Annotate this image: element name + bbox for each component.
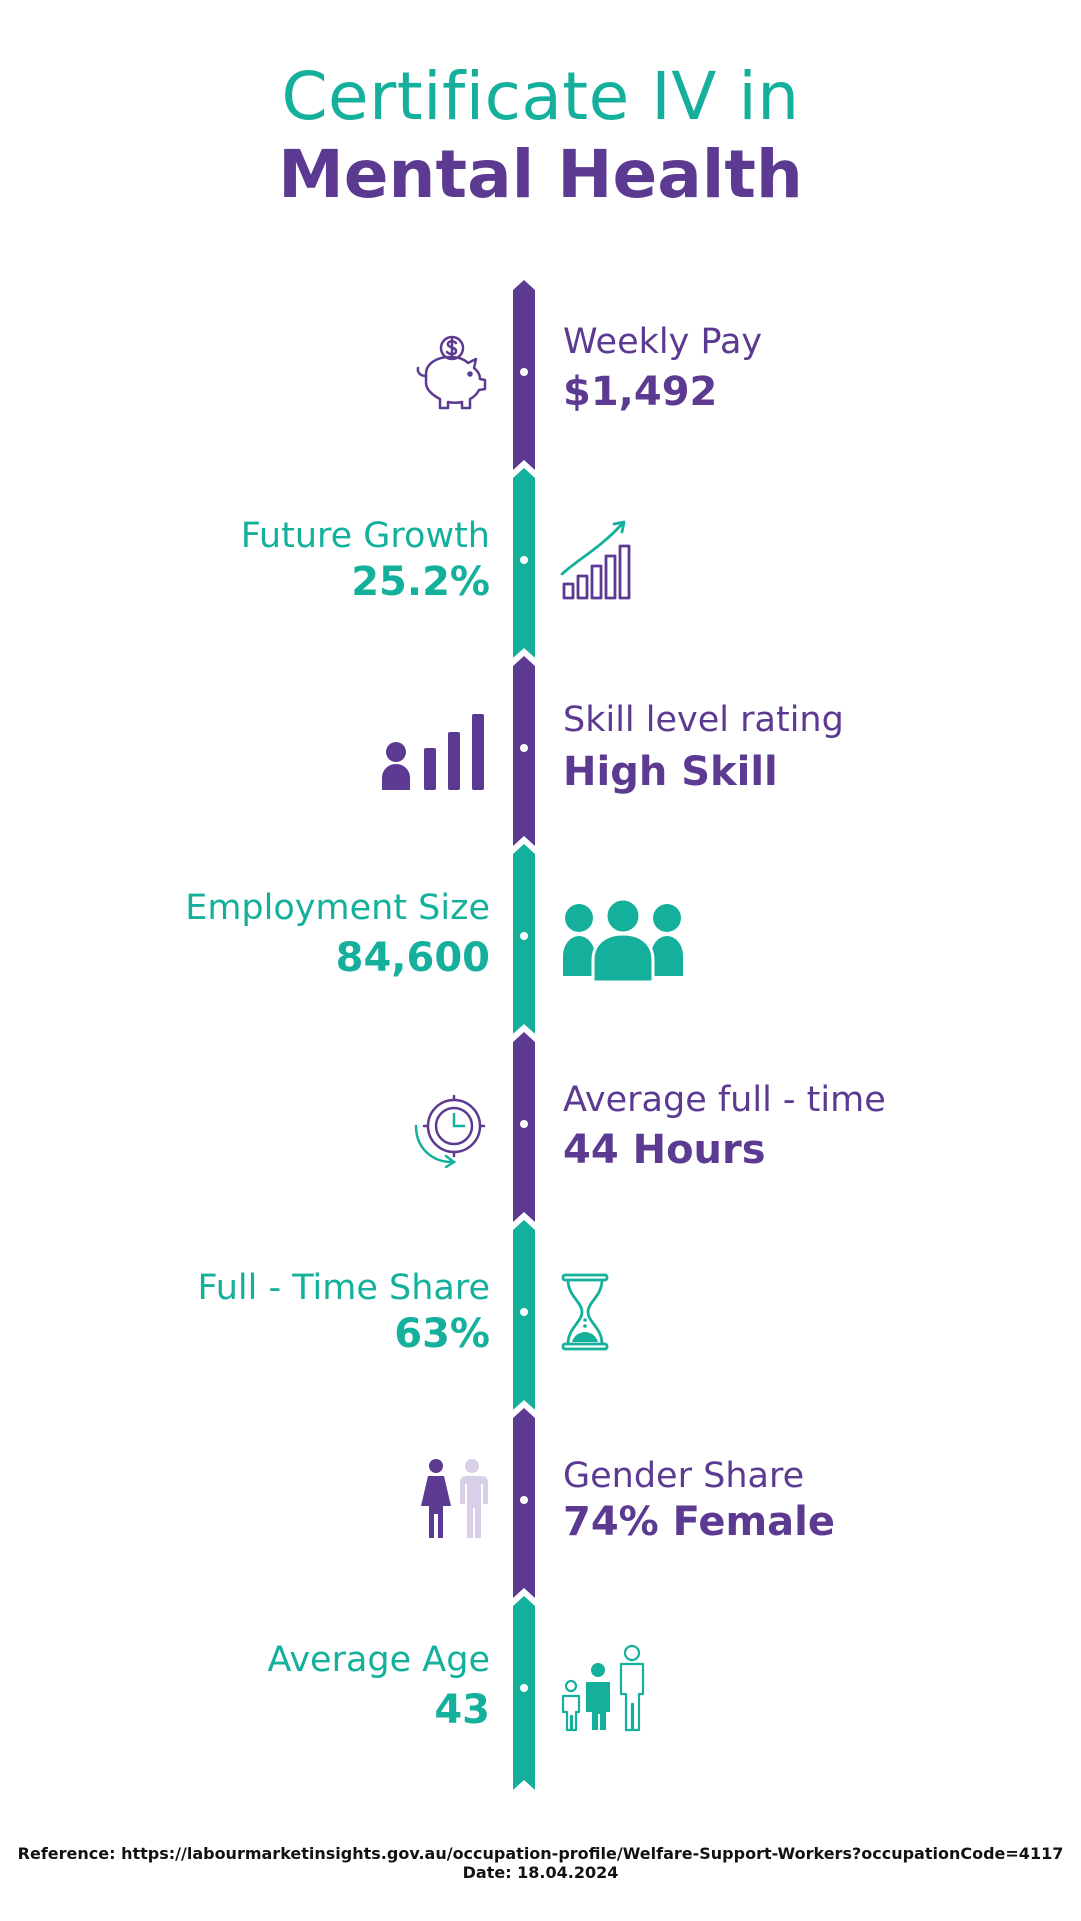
timeline-segment-6	[513, 1220, 535, 1410]
timeline-dot	[520, 1308, 528, 1316]
timeline-dot	[520, 368, 528, 376]
timeline-bar	[513, 280, 535, 1790]
growth-chart-icon	[560, 520, 631, 600]
timeline-segment-7	[513, 1408, 535, 1598]
employment-size-value: 84,600	[335, 935, 490, 981]
clock-icon	[414, 1094, 486, 1168]
timeline-segment-5	[513, 1032, 535, 1222]
skill-level-label: Skill level rating	[563, 700, 844, 740]
gender-icon	[421, 1459, 488, 1538]
employment-size-label: Employment Size	[185, 888, 490, 928]
average-age-label: Average Age	[267, 1640, 490, 1680]
average-full-time-label: Average full - time	[563, 1080, 886, 1120]
timeline-segment-3	[513, 656, 535, 846]
timeline-segment-4	[513, 844, 535, 1034]
people-group-icon	[563, 898, 683, 982]
average-full-time-value: 44 Hours	[563, 1127, 766, 1173]
average-age-value: 43	[434, 1687, 490, 1733]
full-time-share-label: Full - Time Share	[197, 1268, 490, 1308]
timeline-dot	[520, 556, 528, 564]
footer-date: Date: 18.04.2024	[462, 1863, 619, 1882]
timeline-segment-2	[513, 468, 535, 658]
hourglass-icon	[561, 1273, 609, 1351]
timeline-dot	[520, 744, 528, 752]
timeline-dot	[520, 1120, 528, 1128]
gender-share-value: 74% Female	[563, 1499, 836, 1545]
title-line-2: Mental Health	[278, 136, 803, 213]
timeline-dot	[520, 932, 528, 940]
footer-reference: Reference: https://labourmarketinsights.…	[17, 1844, 1064, 1863]
full-time-share-value: 63%	[394, 1311, 490, 1357]
age-family-icon	[561, 1644, 645, 1732]
timeline-dot	[520, 1496, 528, 1504]
weekly-pay-value: $1,492	[563, 369, 718, 415]
timeline-segment-1	[513, 280, 535, 470]
gender-share-label: Gender Share	[563, 1456, 805, 1496]
skill-level-value: High Skill	[563, 749, 778, 795]
timeline-dot	[520, 1684, 528, 1692]
weekly-pay-label: Weekly Pay	[563, 322, 763, 362]
piggy-bank-icon	[416, 335, 487, 410]
title-line-1: Certificate IV in	[281, 58, 800, 135]
future-growth-value: 25.2%	[351, 559, 490, 605]
timeline-segment-8	[513, 1596, 535, 1790]
skill-level-icon	[382, 714, 484, 790]
future-growth-label: Future Growth	[240, 516, 490, 556]
